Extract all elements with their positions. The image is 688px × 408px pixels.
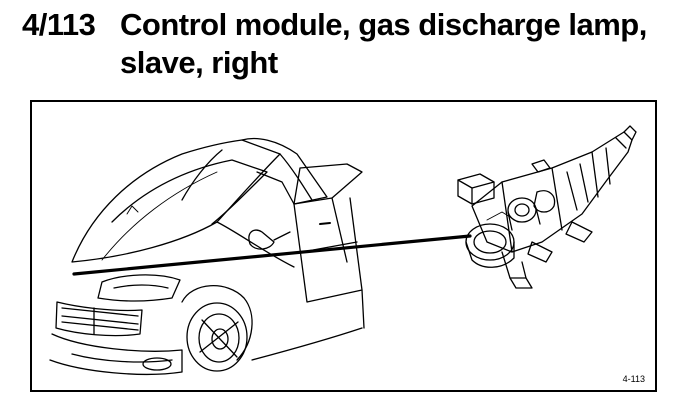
technical-illustration [49,125,637,375]
section-ref-code: 4/113 [22,7,96,42]
figure-label: 4-113 [622,374,645,384]
page-title: Control module, gas discharge lamp, slav… [120,6,680,82]
page-title-line-1: Control module, gas discharge lamp, [120,7,647,42]
figure-frame: 4-113 [30,100,657,392]
car-front-illustration [49,137,365,375]
headlamp-assembly-illustration [457,125,637,289]
page-title-line-2: slave, right [120,45,278,80]
leader-line [72,234,472,276]
